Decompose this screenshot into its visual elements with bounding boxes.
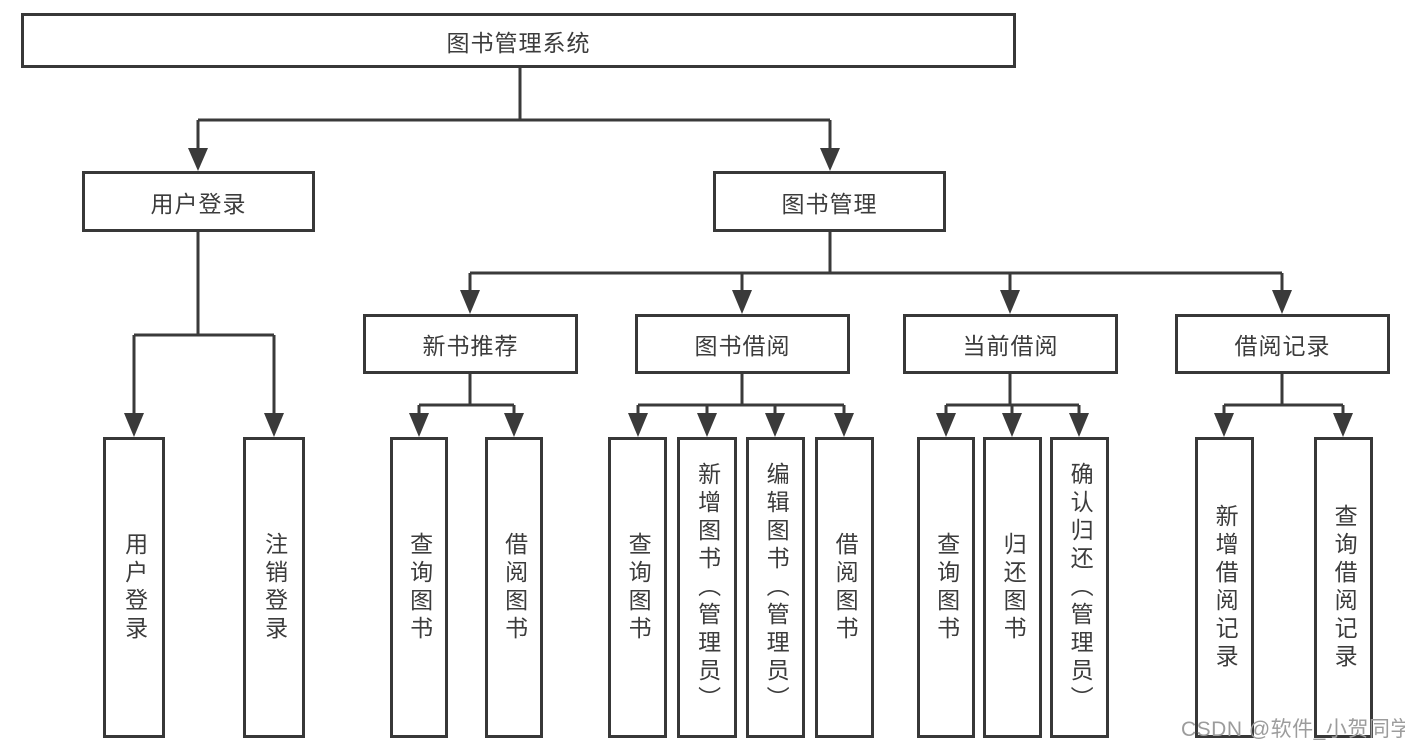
- node-leaf-confirm-return-admin: 确认归还（管理员）: [1050, 437, 1109, 738]
- node-leaf-add-borrow-record: 新增借阅记录: [1195, 437, 1254, 738]
- node-leaf-logout: 注销登录: [243, 437, 305, 738]
- node-leaf-user-login: 用户登录: [103, 437, 165, 738]
- node-leaf-query-borrow-record-label: 查询借阅记录: [1331, 503, 1358, 672]
- node-leaf-borrow-books-recommend-label: 借阅图书: [501, 531, 528, 644]
- node-current-borrow-label: 当前借阅: [962, 333, 1059, 359]
- node-leaf-borrow-books: 借阅图书: [815, 437, 874, 738]
- node-leaf-query-borrow-record: 查询借阅记录: [1314, 437, 1373, 738]
- node-leaf-query-books-recommend-label: 查询图书: [406, 531, 433, 644]
- node-leaf-confirm-return-admin-label: 确认归还（管理员）: [1067, 461, 1094, 714]
- node-new-book-recommend-label: 新书推荐: [422, 333, 519, 359]
- node-leaf-borrow-books-label: 借阅图书: [832, 531, 859, 644]
- node-root-label: 图书管理系统: [446, 29, 591, 56]
- node-leaf-add-borrow-record-label: 新增借阅记录: [1212, 503, 1239, 672]
- node-leaf-edit-book-admin: 编辑图书（管理员）: [746, 437, 805, 738]
- node-leaf-query-books-current-label: 查询图书: [933, 531, 960, 644]
- node-new-book-recommend: 新书推荐: [363, 314, 578, 374]
- node-book-management-label: 图书管理: [781, 190, 878, 217]
- node-leaf-return-book-label: 归还图书: [1000, 531, 1027, 644]
- node-leaf-borrow-books-recommend: 借阅图书: [485, 437, 543, 738]
- node-book-borrow: 图书借阅: [635, 314, 850, 374]
- node-root: 图书管理系统: [21, 13, 1016, 68]
- node-leaf-add-book-admin-label: 新增图书（管理员）: [694, 461, 721, 714]
- csdn-watermark: CSDN @软件_小贺同学: [1181, 718, 1405, 741]
- node-book-borrow-label: 图书借阅: [694, 333, 791, 359]
- node-book-management: 图书管理: [713, 171, 946, 232]
- node-leaf-add-book-admin: 新增图书（管理员）: [677, 437, 737, 738]
- node-borrow-records: 借阅记录: [1175, 314, 1390, 374]
- node-leaf-query-books-current: 查询图书: [917, 437, 975, 738]
- node-user-login-label: 用户登录: [150, 190, 247, 217]
- node-leaf-edit-book-admin-label: 编辑图书（管理员）: [763, 461, 790, 714]
- node-leaf-return-book: 归还图书: [983, 437, 1042, 738]
- node-leaf-query-books-borrow: 查询图书: [608, 437, 667, 738]
- node-user-login: 用户登录: [82, 171, 315, 232]
- node-borrow-records-label: 借阅记录: [1234, 333, 1331, 359]
- node-leaf-query-books-recommend: 查询图书: [390, 437, 448, 738]
- node-current-borrow: 当前借阅: [903, 314, 1118, 374]
- node-leaf-query-books-borrow-label: 查询图书: [625, 531, 652, 644]
- node-leaf-user-login-label: 用户登录: [121, 531, 148, 644]
- node-leaf-logout-label: 注销登录: [261, 531, 288, 644]
